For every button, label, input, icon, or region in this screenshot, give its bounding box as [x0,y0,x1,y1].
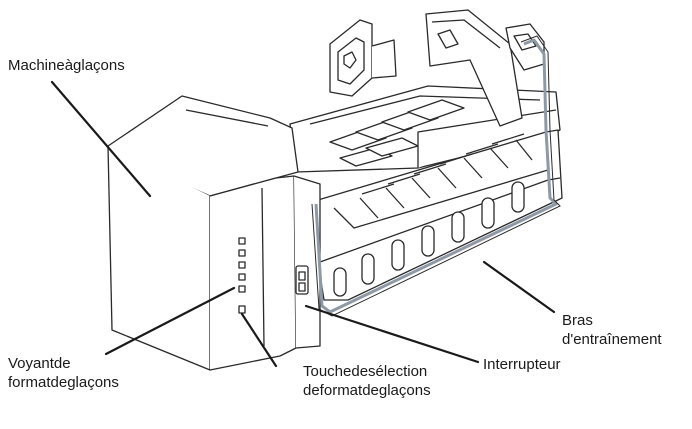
label-indicator-line-2: formatdeglaçons [8,374,119,391]
leader-line-ice-maker [50,80,152,198]
label-ice-maker-text: Machineàglaçons [8,57,125,74]
leader-line-indicator [104,286,236,356]
ice-mold-tray [317,129,563,301]
drive-arm [314,38,558,314]
ice-maker-housing [107,95,321,371]
label-drive-arm: Bras d'entraînement [562,311,662,349]
label-arm-line-2: d'entraînement [562,331,662,348]
stripper-fingers [329,99,465,167]
rear-mounting-bracket-left [329,19,397,97]
label-button-line-2: deformatdeglaçons [303,382,431,399]
label-ice-size-indicator: Voyantde formatdeglaçons [8,354,119,392]
ice-size-indicator-lights [238,237,246,293]
label-button-line-1: Touchedesélection [303,363,428,380]
switch-part [295,265,309,295]
leader-line-button [240,312,278,368]
label-switch: Interrupteur [483,355,561,374]
label-switch-text: Interrupteur [483,356,561,373]
leader-line-arm [482,260,556,314]
ice-size-button-part [238,305,246,314]
mold-cavity-windows [333,181,525,297]
label-indicator-line-1: Voyantde [8,355,71,372]
label-ice-size-button: Touchedesélection deformatdeglaçons [303,362,431,400]
label-arm-line-1: Bras [562,312,593,329]
label-ice-maker: Machineàglaçons [8,56,125,75]
leader-line-switch [304,304,480,364]
